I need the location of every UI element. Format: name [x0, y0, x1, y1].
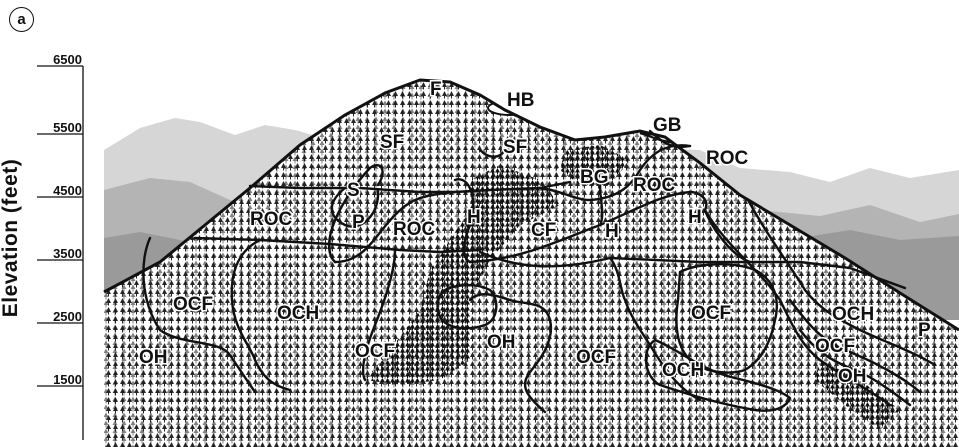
- zone-label-OH-1: OH: [139, 347, 168, 368]
- zone-label-H-3: H: [688, 207, 702, 228]
- zone-label-ROC-1: ROC: [706, 148, 749, 169]
- zone-label-OCF-2: OCF: [355, 341, 395, 362]
- zone-label-OCF-3: OCF: [576, 347, 616, 368]
- forested-mountain: [100, 70, 959, 447]
- zone-label-H-2: H: [605, 221, 619, 242]
- zone-label-P-2: P: [918, 320, 931, 341]
- zone-label-H-1: H: [467, 207, 481, 228]
- zone-label-CF: CF: [531, 220, 556, 241]
- zone-label-OCH-1: OCH: [277, 303, 319, 324]
- zone-label-GB: GB: [653, 115, 682, 136]
- zone-label-OCF-5: OCF: [815, 336, 855, 357]
- zone-label-ROC-2: ROC: [633, 175, 676, 196]
- zone-label-SF-1: SF: [380, 132, 404, 153]
- zone-label-OCF-1: OCF: [173, 294, 213, 315]
- y-axis: [37, 66, 83, 440]
- zone-label-SF-2: SF: [503, 137, 527, 158]
- zone-label-OH-3: OH: [838, 366, 867, 387]
- zone-label-F: F: [430, 79, 442, 100]
- zone-label-ROC-4: ROC: [393, 219, 436, 240]
- zone-label-S: S: [347, 180, 360, 201]
- zone-label-BG: BG: [580, 167, 609, 188]
- zone-label-ROC-3: ROC: [250, 209, 293, 230]
- zone-label-OCH-3: OCH: [832, 304, 874, 325]
- zone-label-HB: HB: [507, 90, 534, 111]
- zone-label-P-1: P: [352, 212, 365, 233]
- zone-label-OCF-4: OCF: [691, 303, 731, 324]
- zone-label-OCH-2: OCH: [662, 360, 704, 381]
- zone-label-OH-2: OH: [487, 332, 516, 353]
